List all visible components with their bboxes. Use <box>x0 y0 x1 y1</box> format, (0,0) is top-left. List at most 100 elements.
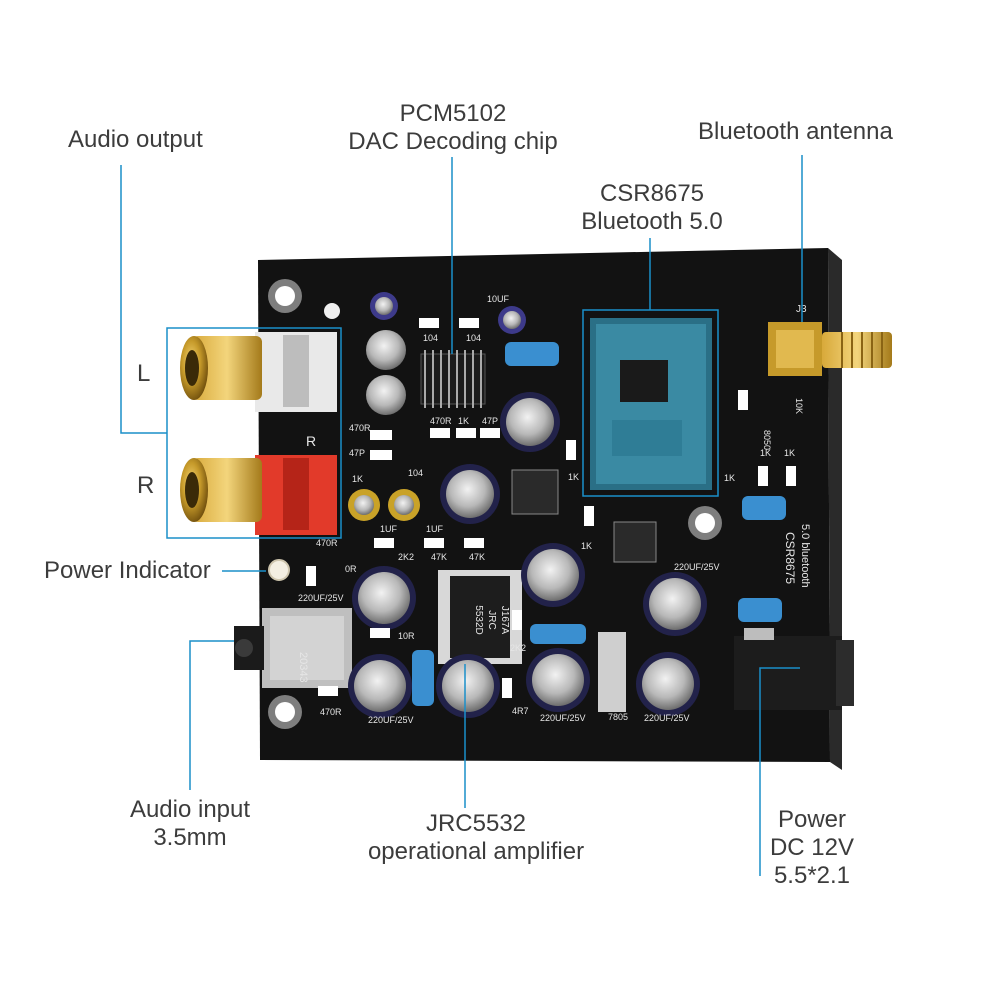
smd-component <box>512 610 522 630</box>
rca-jack-right <box>180 455 337 535</box>
svg-text:1K: 1K <box>568 472 579 482</box>
jrc5532-chip: 5532D JRC J167A <box>438 570 522 664</box>
label-power: Power DC 12V 5.5*2.1 <box>752 806 872 890</box>
smd-component <box>419 318 439 328</box>
mounting-hole <box>268 695 302 729</box>
svg-text:220UF/25V: 220UF/25V <box>540 713 586 723</box>
smd-component <box>306 566 316 586</box>
power-title: Power <box>777 806 847 833</box>
electrolytic-capacitor <box>436 654 500 718</box>
svg-text:8050: 8050 <box>762 430 772 450</box>
label-channel-right: R <box>137 472 155 499</box>
svg-text:1K: 1K <box>458 416 469 426</box>
svg-text:104: 104 <box>423 333 438 343</box>
dc-power-jack <box>734 628 854 710</box>
svg-text:JRC: JRC <box>486 610 497 629</box>
power-voltage: DC 12V <box>769 834 855 861</box>
electrolytic-capacitor <box>388 489 420 521</box>
electrolytic-capacitor <box>366 375 406 415</box>
smd-component <box>566 440 576 460</box>
film-capacitor <box>742 496 786 520</box>
leader-line-audio-output <box>120 165 167 434</box>
voltage-regulator <box>598 632 626 712</box>
svg-text:220UF/25V: 220UF/25V <box>644 713 690 723</box>
label-bluetooth-antenna: Bluetooth antenna <box>698 118 893 145</box>
smd-component <box>430 428 450 438</box>
svg-text:5532D: 5532D <box>473 605 484 634</box>
bt-module-name: CSR8675 <box>599 180 705 207</box>
smd-component <box>786 466 796 486</box>
svg-text:104: 104 <box>466 333 481 343</box>
svg-text:20343: 20343 <box>297 652 309 683</box>
svg-text:1K: 1K <box>724 473 735 483</box>
svg-text:220UF/25V: 220UF/25V <box>674 562 720 572</box>
via-hole <box>324 303 340 319</box>
electrolytic-capacitor <box>521 543 585 607</box>
svg-text:470R: 470R <box>316 538 338 548</box>
pcm5102-chip <box>420 353 486 405</box>
smd-component <box>584 506 594 526</box>
smd-component <box>374 538 394 548</box>
svg-text:J167A: J167A <box>499 606 510 635</box>
svg-text:5.0 bluetooth: 5.0 bluetooth <box>799 524 811 588</box>
svg-text:0R: 0R <box>345 564 357 574</box>
electrolytic-capacitor <box>348 489 380 521</box>
electrolytic-capacitor <box>440 464 500 524</box>
smd-component <box>738 390 748 410</box>
svg-text:1UF: 1UF <box>380 524 398 534</box>
smd-component <box>370 450 392 460</box>
smd-component <box>370 628 390 638</box>
rca-jack-left <box>180 332 337 412</box>
label-power-indicator: Power Indicator <box>44 557 211 584</box>
smd-component <box>424 538 444 548</box>
svg-text:1K: 1K <box>581 541 592 551</box>
label-dac-chip: PCM5102 DAC Decoding chip <box>345 100 561 156</box>
film-capacitor <box>412 650 434 706</box>
svg-text:1K: 1K <box>352 474 363 484</box>
label-bluetooth-module: CSR8675 Bluetooth 5.0 <box>578 180 726 236</box>
svg-text:1K: 1K <box>760 448 771 458</box>
electrolytic-capacitor <box>498 306 526 334</box>
power-plug-size: 5.5*2.1 <box>773 862 851 889</box>
film-capacitor <box>505 342 559 366</box>
electrolytic-capacitor <box>348 654 412 718</box>
electrolytic-capacitor <box>636 652 700 716</box>
smd-component <box>318 686 338 696</box>
dac-chip-desc: DAC Decoding chip <box>348 128 558 155</box>
electrolytic-capacitor <box>500 392 560 452</box>
svg-text:CSR8675: CSR8675 <box>783 532 797 584</box>
svg-text:220UF/25V: 220UF/25V <box>368 715 414 725</box>
dac-chip-name: PCM5102 <box>399 100 507 127</box>
svg-text:47K: 47K <box>469 552 485 562</box>
leader-lines <box>120 155 803 876</box>
svg-text:470R: 470R <box>349 423 371 433</box>
svg-text:220UF/25V: 220UF/25V <box>298 593 344 603</box>
mounting-hole <box>688 506 722 540</box>
transistor <box>613 521 657 563</box>
leader-line-audio-input <box>189 640 234 790</box>
svg-text:47P: 47P <box>349 448 365 458</box>
electrolytic-capacitor <box>643 572 707 636</box>
audio-input-jack: 20343 <box>234 608 352 688</box>
electrolytic-capacitor <box>370 292 398 320</box>
op-amp-desc: operational amplifier <box>367 838 585 865</box>
svg-text:10R: 10R <box>398 631 415 641</box>
smd-component <box>370 430 392 440</box>
svg-text:104: 104 <box>408 468 423 478</box>
svg-text:47K: 47K <box>431 552 447 562</box>
audio-input-size: 3.5mm <box>153 824 227 851</box>
mounting-hole <box>268 279 302 313</box>
leader-line-power <box>759 667 800 876</box>
label-op-amp: JRC5532 operational amplifier <box>356 810 596 866</box>
label-audio-input: Audio input 3.5mm <box>116 796 264 852</box>
svg-text:2K2: 2K2 <box>398 552 414 562</box>
transistor <box>511 469 559 515</box>
power-indicator-led <box>268 559 290 581</box>
svg-text:10UF: 10UF <box>487 294 510 304</box>
electrolytic-capacitor <box>366 330 406 370</box>
label-audio-output: Audio output <box>68 126 203 153</box>
electrolytic-capacitor <box>526 648 590 712</box>
smd-component <box>459 318 479 328</box>
film-capacitor <box>530 624 586 644</box>
